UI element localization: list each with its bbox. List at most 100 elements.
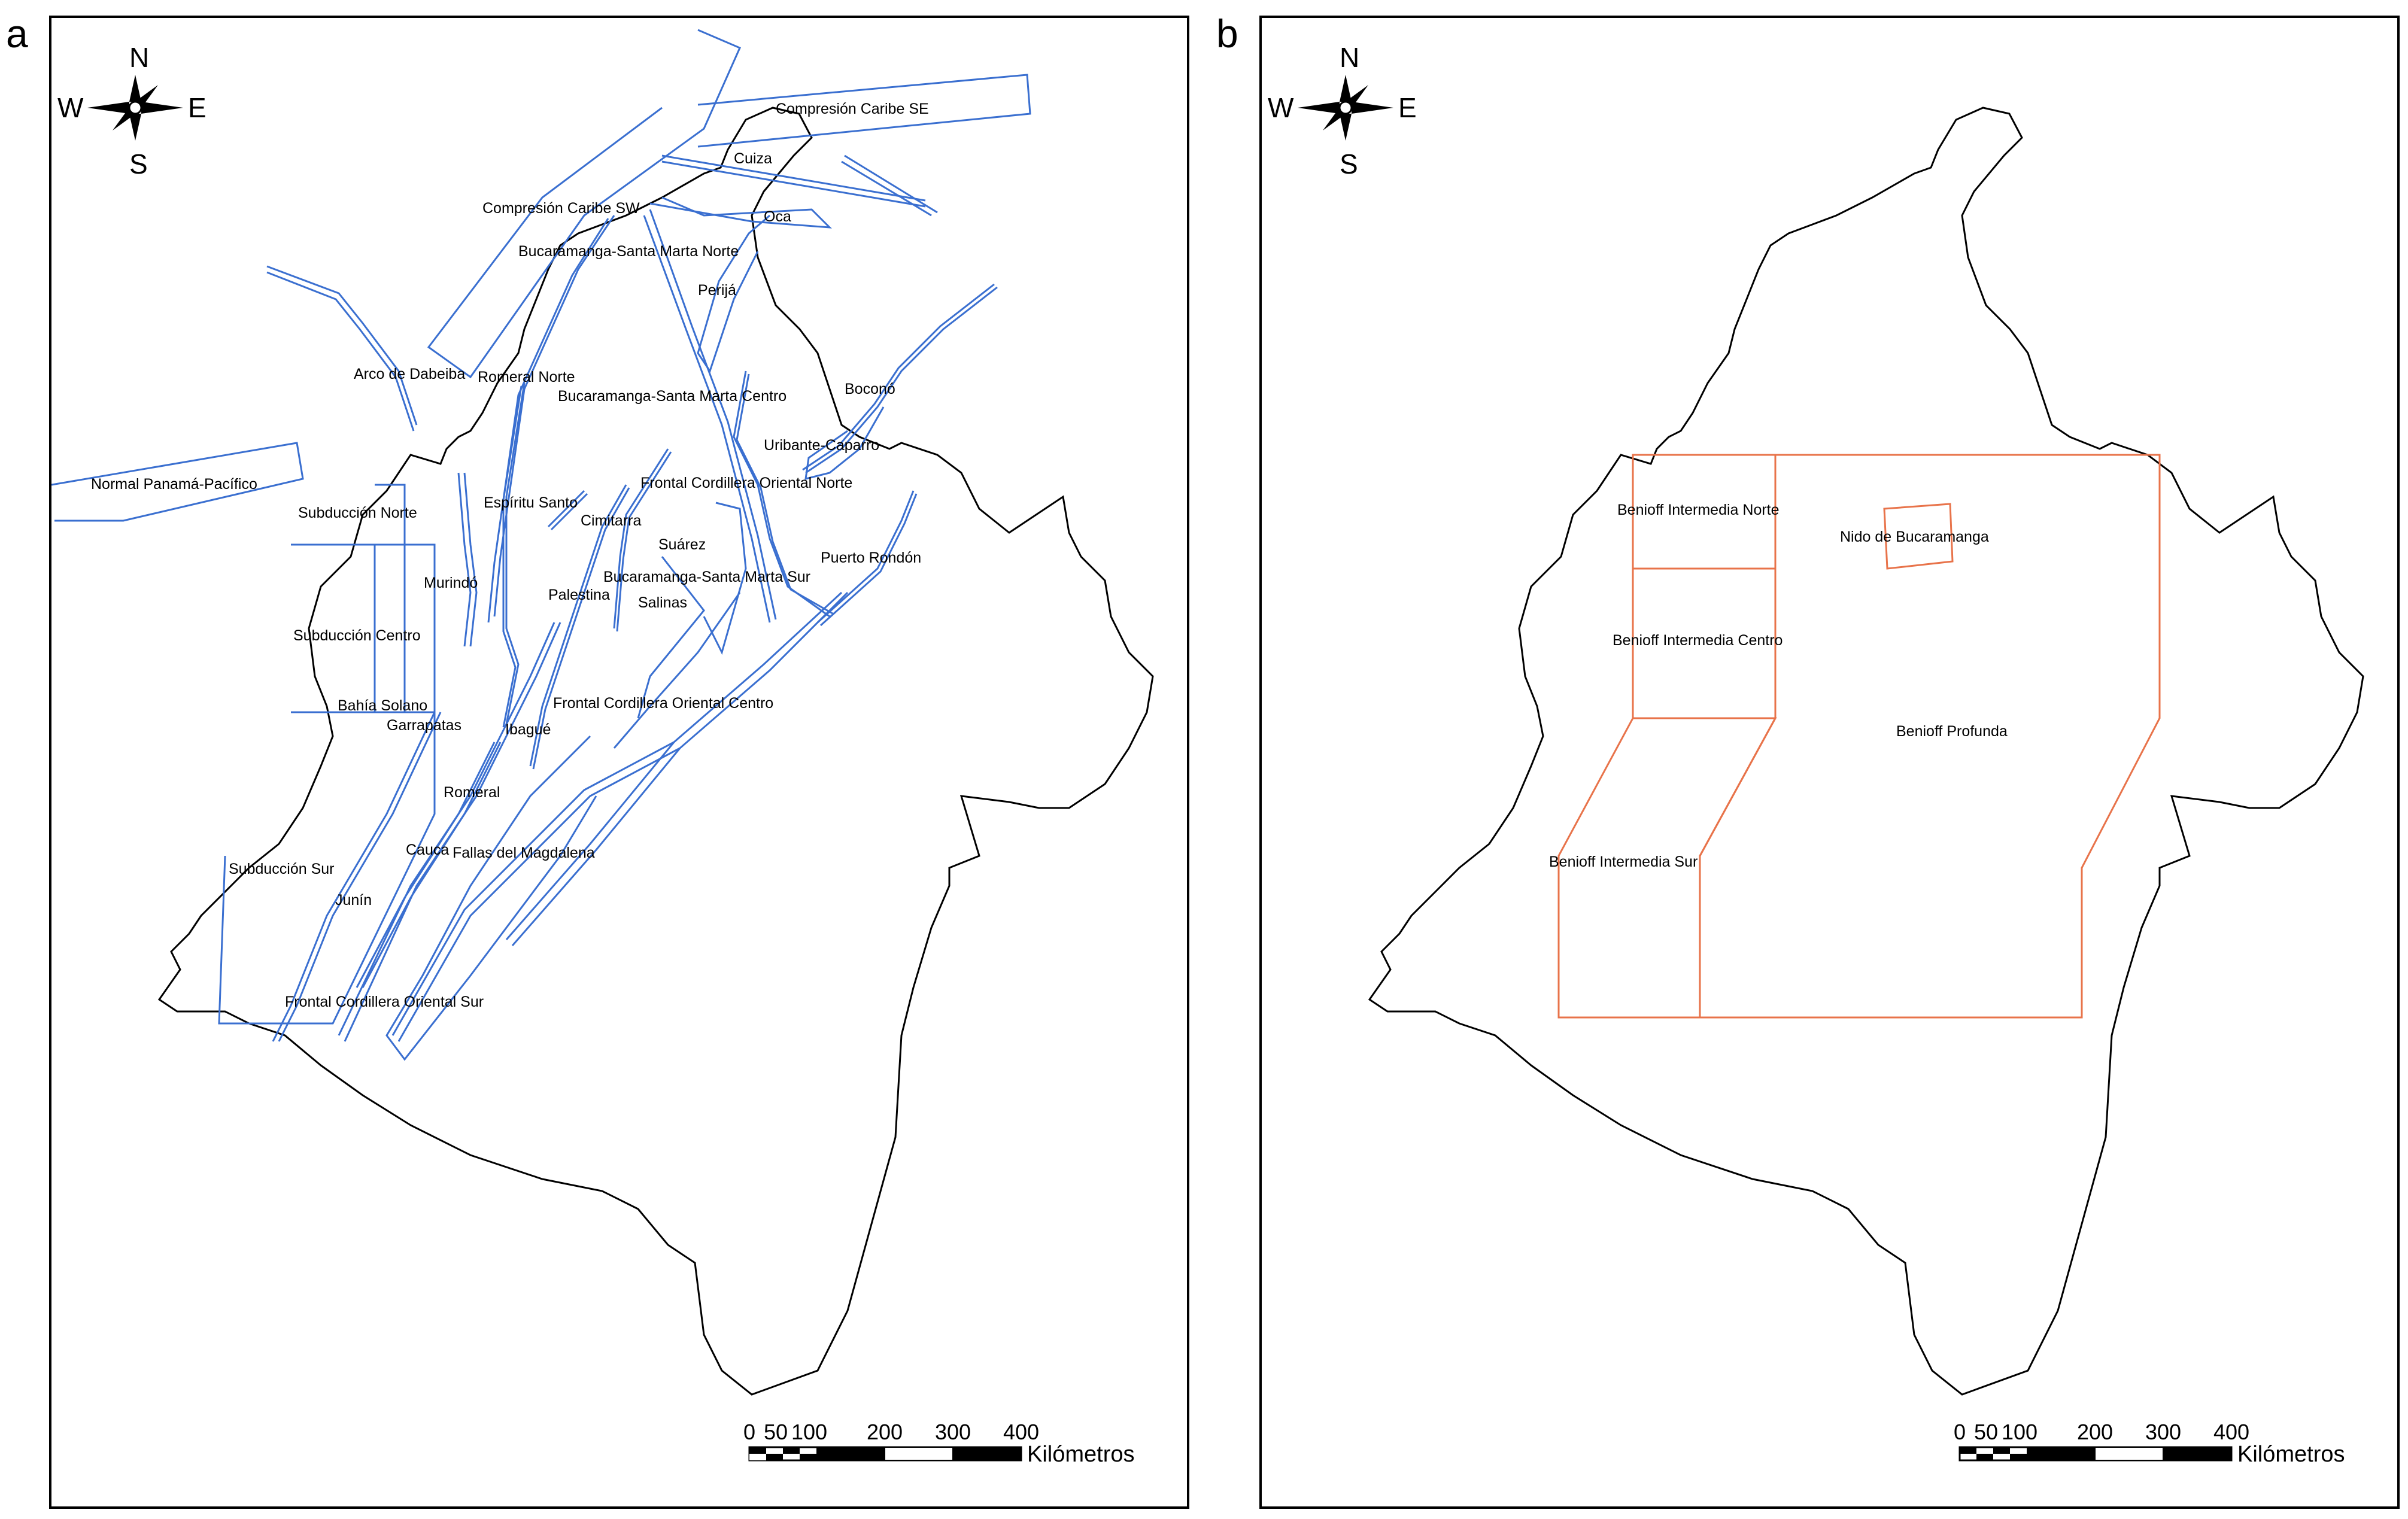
- fault-line: [661, 154, 926, 202]
- fault-line: [805, 286, 998, 474]
- map-label: Palestina: [548, 587, 610, 603]
- fault-labels: Compresión Caribe SE Cuiza Compresión Ca…: [91, 101, 929, 1010]
- map-label: Benioff Intermedia Sur: [1549, 853, 1698, 870]
- fault-line: [844, 154, 938, 214]
- map-label: Uribante-Caparro: [764, 437, 879, 454]
- map-label: Romeral: [444, 784, 500, 801]
- compass-north: N: [129, 42, 149, 73]
- map-label: Ibagué: [505, 721, 551, 738]
- fault-line: [272, 712, 436, 1042]
- map-label: Salinas: [638, 594, 687, 611]
- map-label: Perijá: [698, 282, 736, 299]
- map-label: Normal Panamá-Pacífico: [91, 476, 257, 493]
- fault-line: [356, 742, 496, 988]
- compass-rose: N S E W: [1268, 42, 1417, 180]
- fault-line: [427, 29, 741, 379]
- compass-east: E: [188, 92, 207, 123]
- fault-line: [841, 160, 932, 217]
- fault-line: [463, 472, 478, 647]
- map-label: Nido de Bucaramanga: [1840, 528, 1989, 545]
- fault-line: [51, 442, 304, 522]
- fault-line: [457, 472, 472, 647]
- fault-line: [502, 385, 523, 728]
- map-label: Romeral Norte: [478, 369, 575, 385]
- map-panel-b: N S E W Benioff Intermedia Norte Nido de…: [1259, 16, 2400, 1509]
- map-label: Benioff Intermedia Centro: [1613, 632, 1783, 649]
- scale-tick: 100: [791, 1420, 827, 1444]
- panel-a-letter: a: [6, 11, 28, 56]
- country-outline: [1368, 107, 2364, 1396]
- map-label: Frontal Cordillera Oriental Norte: [640, 475, 852, 491]
- map-label: Bucaramanga-Santa Marta Norte: [518, 243, 739, 260]
- map-label: Fallas del Magdalena: [453, 844, 595, 861]
- fault-line: [816, 490, 915, 624]
- map-label: Compresión Caribe SE: [776, 101, 929, 117]
- compass-west: W: [57, 92, 84, 123]
- map-b-svg: N S E W Benioff Intermedia Norte Nido de…: [1268, 42, 2364, 1467]
- map-label: Subducción Centro: [293, 627, 421, 644]
- fault-line: [278, 712, 442, 1042]
- scale-bar: 0 50 100 200 300 400 Kilómetros: [1954, 1420, 2345, 1467]
- compass-south: S: [129, 148, 148, 180]
- fault-line: [547, 490, 585, 528]
- fault-line: [266, 271, 415, 432]
- zone-benioff-sur: [1557, 717, 1777, 1019]
- zone-nido-bucaramanga: [1883, 503, 1954, 570]
- fault-line: [819, 493, 918, 627]
- fault-line: [703, 502, 747, 655]
- fault-line: [649, 209, 777, 620]
- map-label: Garrapatas: [387, 717, 461, 734]
- fault-line: [529, 484, 627, 767]
- map-label: Suárez: [658, 536, 706, 553]
- fault-line: [493, 215, 615, 617]
- scale-tick: 400: [2213, 1420, 2249, 1444]
- scale-unit: Kilómetros: [2237, 1442, 2345, 1467]
- scale-tick: 200: [2077, 1420, 2113, 1444]
- scale-tick: 0: [743, 1420, 755, 1444]
- fault-line: [613, 448, 669, 629]
- map-label: Frontal Cordillera Oriental Sur: [285, 994, 484, 1010]
- compass-rose: N S E W: [57, 42, 207, 180]
- map-label: Junín: [335, 892, 372, 909]
- scale-unit: Kilómetros: [1027, 1442, 1135, 1467]
- compass-north: N: [1340, 42, 1359, 73]
- benioff-zones-group: [1557, 454, 2161, 1019]
- fault-line: [344, 622, 561, 1042]
- fault-line: [397, 591, 849, 1042]
- fault-line: [362, 742, 502, 988]
- fault-line: [505, 382, 526, 725]
- map-label: Cimitarra: [581, 512, 641, 529]
- map-label: Frontal Cordillera Oriental Centro: [553, 695, 773, 712]
- map-label: Murindó: [424, 575, 478, 591]
- fault-line: [385, 735, 597, 1061]
- scale-tick: 50: [764, 1420, 788, 1444]
- fault-line: [736, 373, 833, 615]
- scale-tick: 50: [1974, 1420, 1998, 1444]
- scale-bar: 0 50 100 200 300 400 Kilómetros: [743, 1420, 1135, 1467]
- scale-tick: 100: [2002, 1420, 2037, 1444]
- map-label: Bucaramanga-Santa Marta Centro: [558, 388, 787, 405]
- fault-line: [511, 748, 681, 946]
- compass-east: E: [1398, 92, 1417, 123]
- panel-b-letter: b: [1216, 11, 1238, 56]
- fault-line: [643, 215, 771, 623]
- fault-line: [802, 283, 995, 471]
- scale-tick: 300: [935, 1420, 971, 1444]
- map-label: Cuiza: [734, 150, 772, 167]
- map-label: Boconó: [845, 381, 895, 397]
- fault-line: [391, 591, 843, 1036]
- scale-tick: 200: [867, 1420, 903, 1444]
- map-label: Benioff Intermedia Norte: [1617, 502, 1780, 518]
- fault-line: [218, 711, 436, 1025]
- fault-line: [266, 265, 418, 426]
- fault-line: [697, 214, 770, 373]
- map-label: Espíritu Santo: [484, 494, 578, 511]
- fault-line: [532, 487, 630, 770]
- compass-west: W: [1268, 92, 1294, 123]
- fault-zones-group: [51, 29, 1031, 1061]
- map-label: Bahía Solano: [338, 697, 427, 714]
- fault-line: [649, 196, 832, 229]
- fault-line: [613, 592, 741, 749]
- fault-line: [661, 160, 926, 208]
- scale-tick: 0: [1954, 1420, 1966, 1444]
